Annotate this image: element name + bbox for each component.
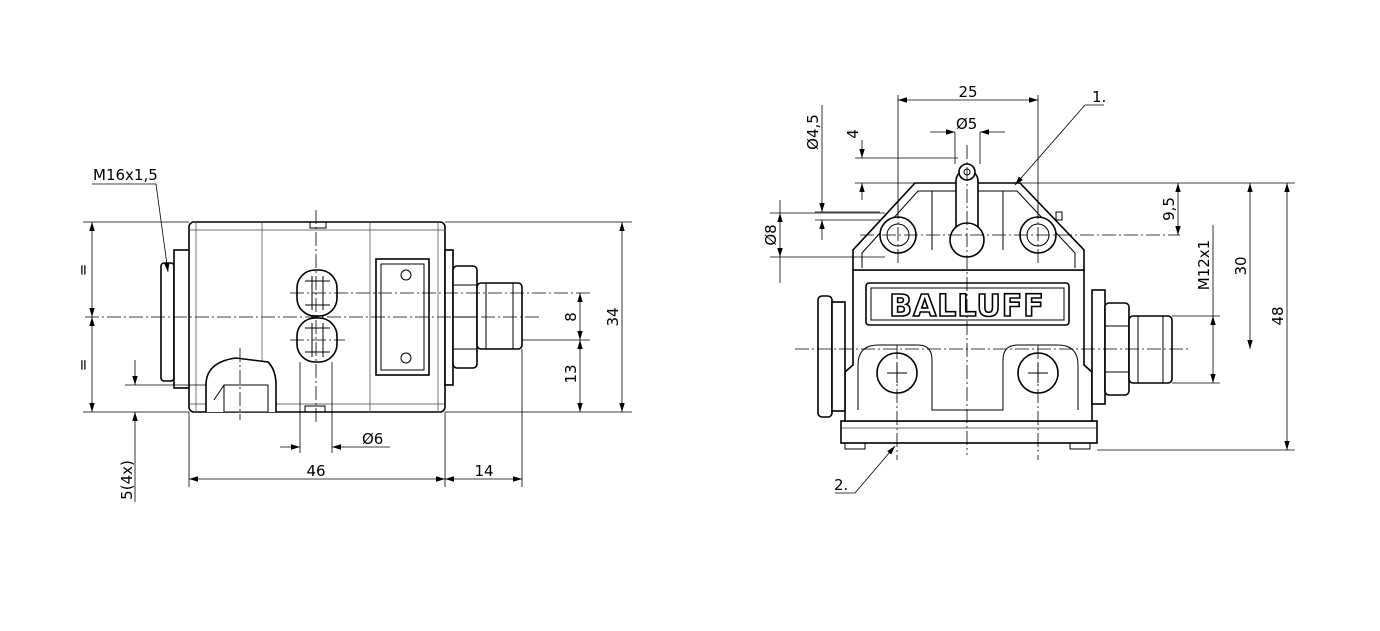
dim-holes-label: 5(4x) — [118, 460, 136, 500]
dim-9-5-label: 9,5 — [1160, 197, 1178, 221]
rear-flange — [173, 249, 191, 389]
equal-mark-top: = — [74, 264, 92, 277]
callout-2: 2. — [834, 476, 848, 494]
right-flange — [1091, 289, 1106, 405]
dim-30-label: 30 — [1232, 256, 1250, 275]
dim-8-label: 8 — [562, 312, 580, 322]
dim-48-label: 48 — [1269, 306, 1287, 325]
connector-thread-label: M12x1 — [1195, 240, 1213, 290]
callout-1: 1. — [1092, 88, 1106, 106]
dim-diameter-4-5-label: Ø4,5 — [804, 114, 822, 150]
thread-label-m16: M16x1,5 — [93, 166, 158, 184]
brand-logo: BALLUFF — [889, 289, 1045, 324]
connector-plug — [476, 282, 523, 350]
dim-connector-label: 14 — [474, 462, 493, 480]
dim-13-label: 13 — [562, 364, 580, 383]
dim-4-label: 4 — [844, 129, 862, 139]
dim-width-label: 46 — [306, 462, 325, 480]
dim-diameter-5-label: Ø5 — [956, 115, 977, 133]
front-flange — [444, 249, 454, 386]
dim-25-label: 25 — [958, 83, 977, 101]
connector-plug-front — [1128, 315, 1173, 384]
logo-plate — [865, 282, 1070, 326]
front-view: BALLUFF — [762, 83, 1295, 494]
left-gland — [817, 295, 833, 418]
dim-diameter-6-label: Ø6 — [362, 430, 383, 448]
equal-mark-bottom: = — [74, 359, 92, 372]
dim-diameter-8-label: Ø8 — [762, 224, 780, 245]
rear-cap — [160, 262, 175, 382]
base-plate — [840, 420, 1098, 444]
dim-34-label: 34 — [604, 307, 622, 326]
side-view: M16x1,5 = = 5(4x) 46 14 Ø6 8 13 34 — [74, 166, 632, 502]
bottom-pockets — [857, 344, 1079, 411]
left-gland-flange — [831, 301, 846, 412]
